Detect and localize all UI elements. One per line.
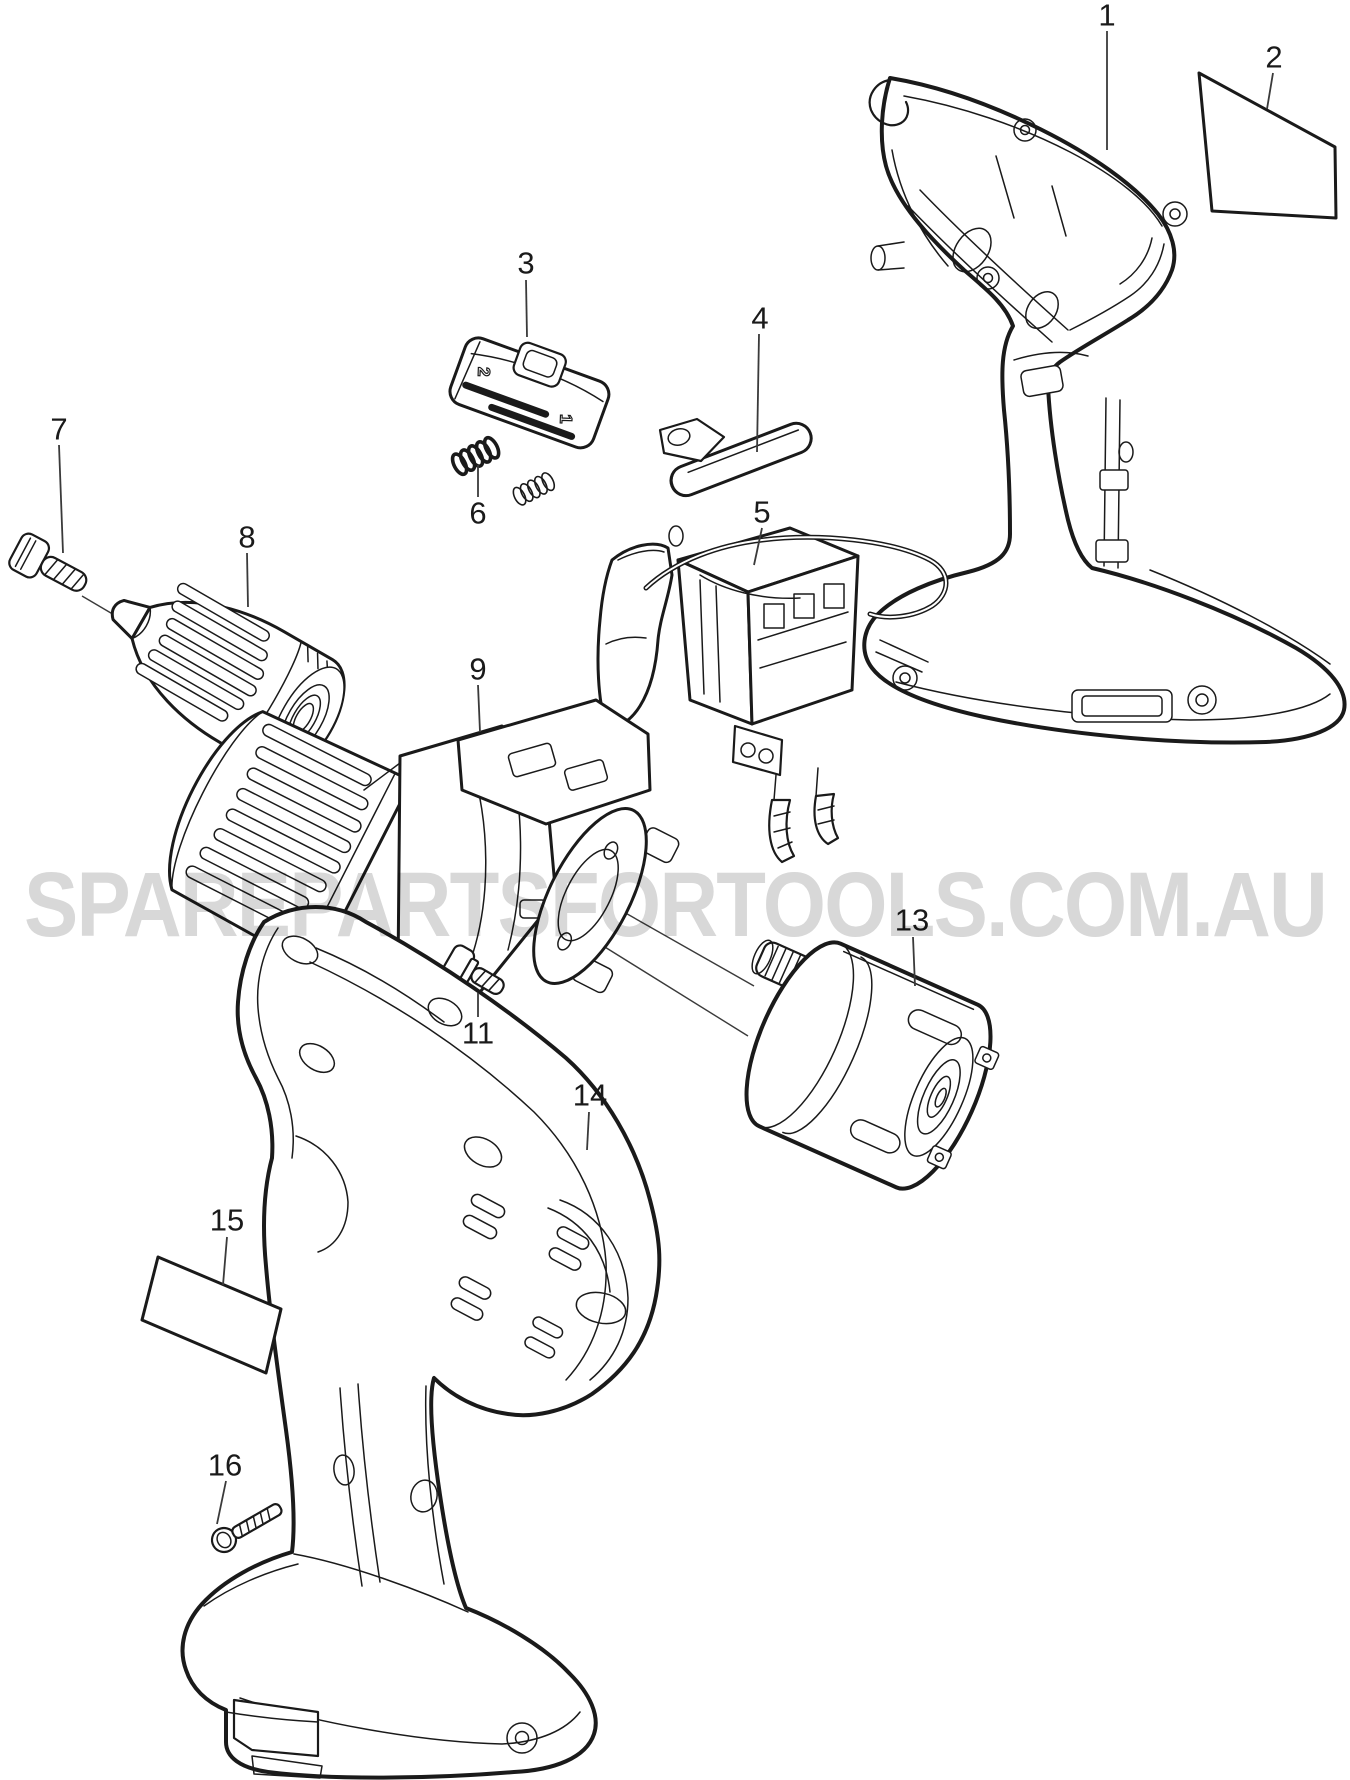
part-number-3: 3 (517, 245, 535, 281)
part-15-label-sticker (140, 1255, 283, 1375)
part-number-11: 11 (461, 1015, 495, 1051)
part-5-switch-assembly (596, 525, 949, 864)
part-14-housing-left (180, 905, 662, 1780)
leader-line-4 (756, 333, 760, 453)
part-number-9: 9 (469, 651, 487, 687)
knob-marking-2: 2 (474, 367, 493, 377)
part-number-4: 4 (751, 300, 769, 336)
part-2-label-sticker (1197, 71, 1338, 220)
part-number-5: 5 (753, 494, 771, 530)
part-9-gear-assembly (168, 698, 680, 1056)
part-number-6: 6 (469, 495, 487, 531)
leader-line-2 (1266, 72, 1274, 110)
part-6-springs (450, 435, 556, 506)
part-7-chuck-screw (8, 532, 88, 592)
part-number-16: 16 (207, 1447, 243, 1483)
part-number-2: 2 (1265, 39, 1283, 75)
part-13-motor (744, 939, 1000, 1191)
leader-line-15 (222, 1236, 228, 1286)
part-number-1: 1 (1098, 0, 1116, 33)
part-16-tapping-screw (210, 1503, 283, 1554)
part-number-8: 8 (238, 519, 256, 555)
leader-line-16 (216, 1480, 227, 1525)
leader-line-14 (586, 1111, 590, 1151)
leader-lines (58, 31, 1274, 1525)
part-number-14: 14 (572, 1077, 608, 1113)
leader-line-3 (525, 279, 528, 338)
leader-line-8 (246, 552, 249, 608)
part-4-change-lever (658, 417, 813, 498)
leader-line-13 (912, 936, 916, 987)
part-3-speed-knob: 2 1 (448, 336, 611, 450)
leader-line-7 (58, 444, 64, 554)
part-number-15: 15 (209, 1202, 245, 1238)
part-number-13: 13 (894, 902, 930, 938)
part-1-housing-right (862, 76, 1347, 745)
leader-line-9 (477, 684, 481, 733)
leader-line-5 (753, 527, 763, 566)
part-number-7: 7 (50, 411, 68, 447)
knob-marking-1: 1 (556, 414, 575, 424)
